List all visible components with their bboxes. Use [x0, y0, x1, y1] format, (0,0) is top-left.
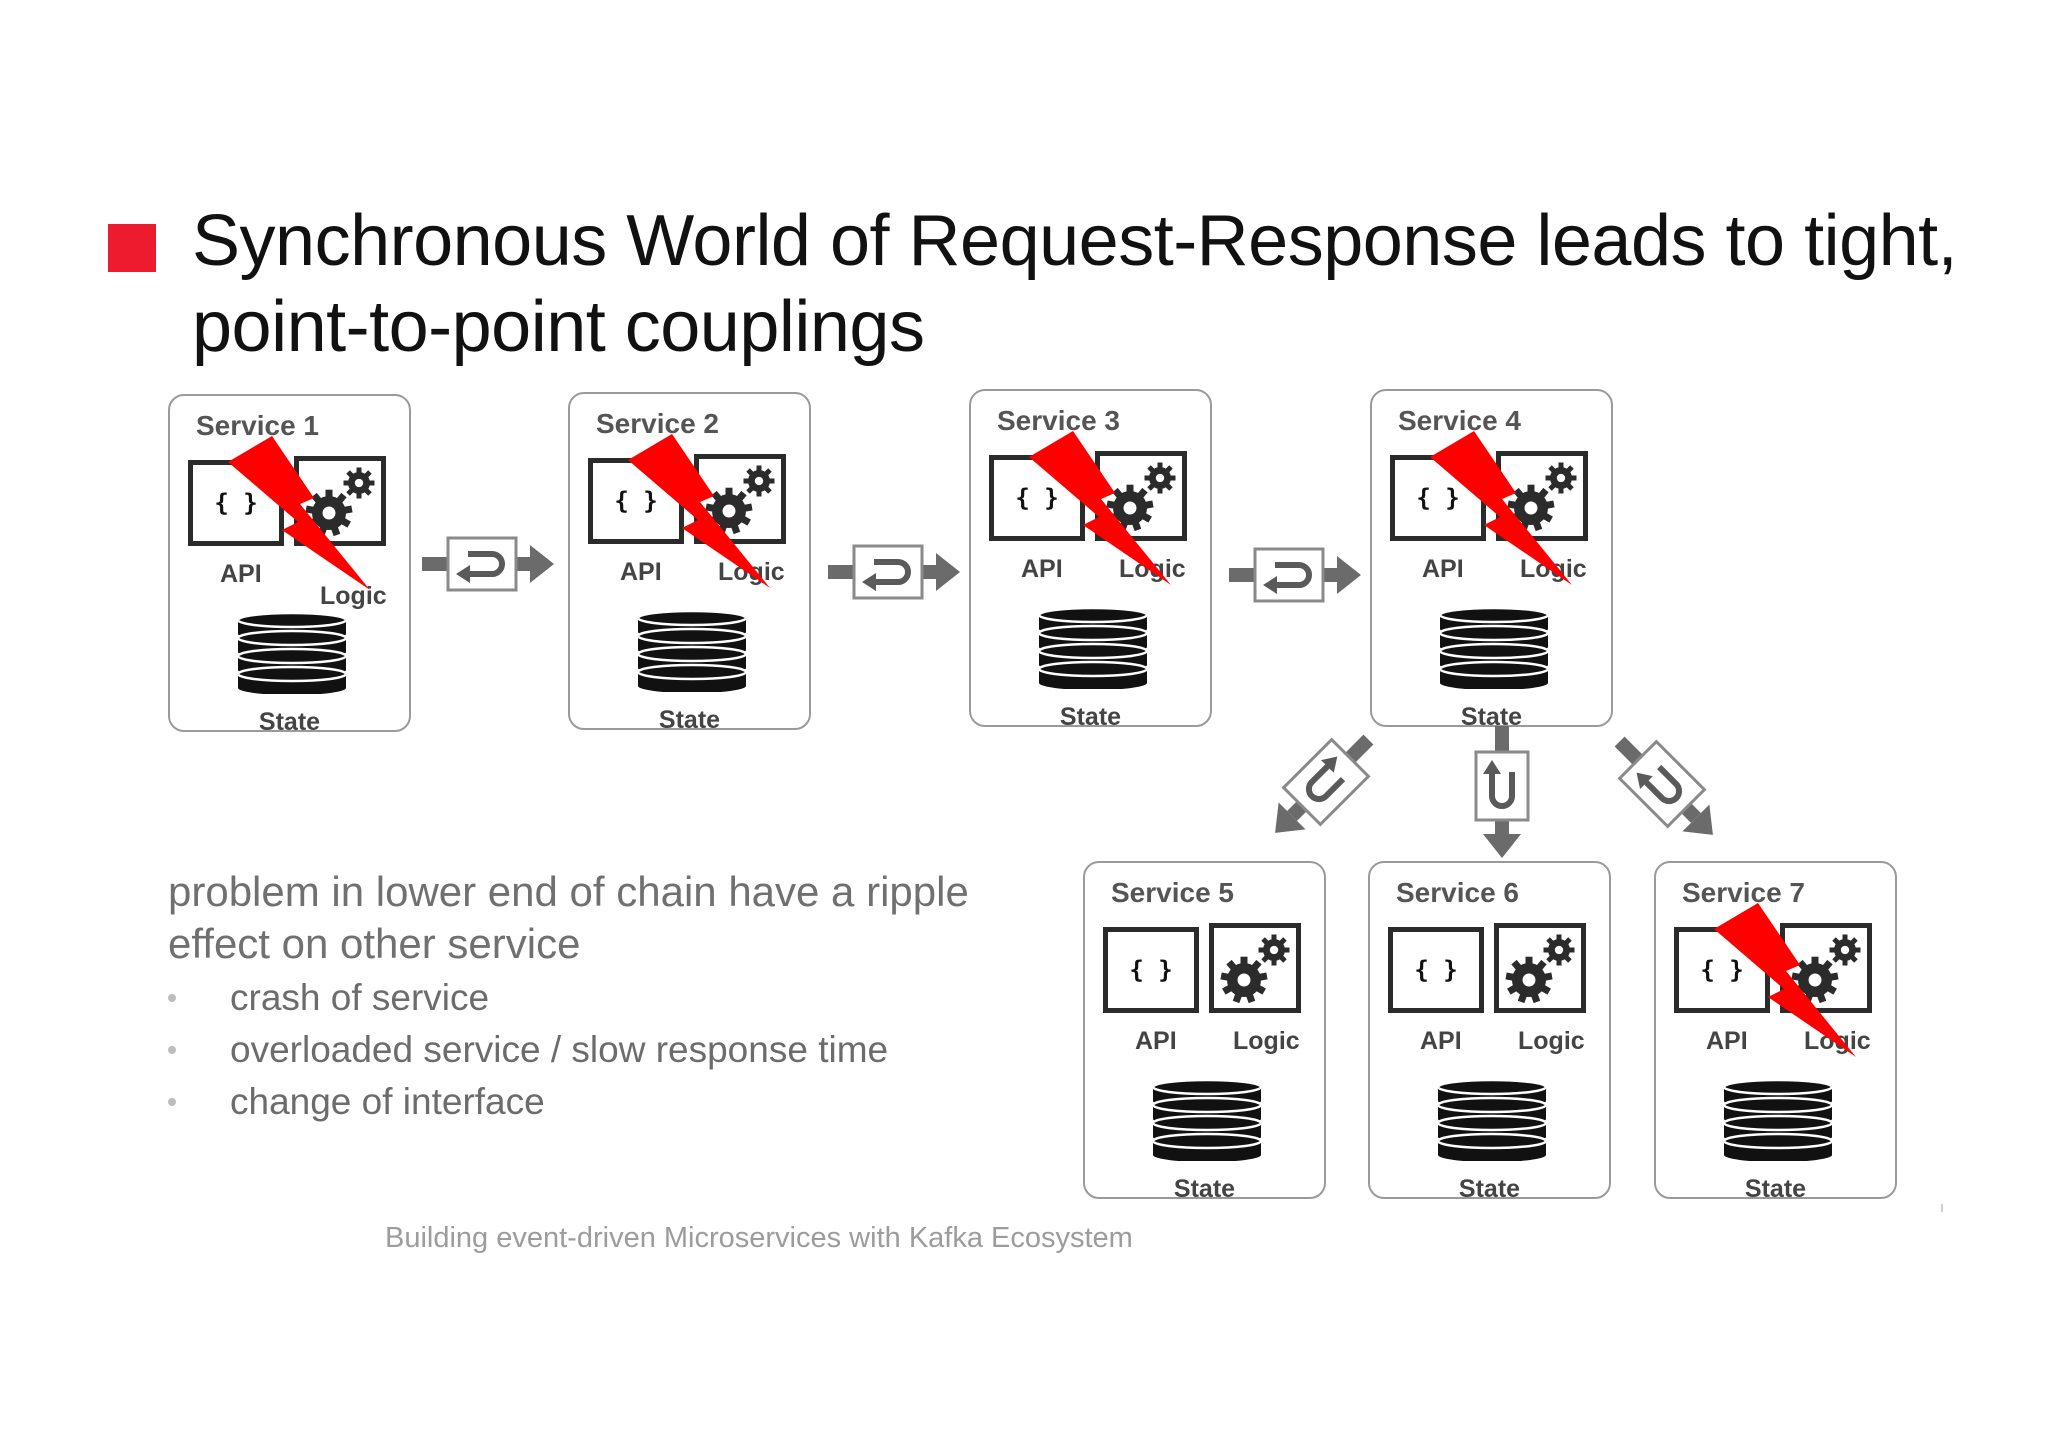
state-label: State: [658, 706, 721, 734]
logic-label: Logic: [1518, 1027, 1585, 1055]
bullet-dot-icon: [168, 994, 176, 1002]
bullet-dot-icon: [168, 1046, 176, 1054]
gears-icon: [1780, 923, 1872, 1013]
state-label: State: [1458, 1175, 1521, 1203]
database-icon: [236, 611, 348, 699]
database-icon: [1151, 1078, 1263, 1166]
bullet-dot-icon: [168, 1098, 176, 1106]
body-text: problem in lower end of chain have a rip…: [168, 868, 969, 967]
api-label: API: [220, 560, 262, 588]
database-icon: [1037, 606, 1149, 694]
request-response-icon: [1275, 734, 1374, 833]
api-label: API: [1135, 1027, 1177, 1055]
service-name: Service 6: [1396, 877, 1519, 908]
state-label: State: [258, 708, 321, 736]
state-label: State: [1744, 1175, 1807, 1203]
request-response-icon: [1229, 547, 1361, 603]
api-braces-icon: { }: [588, 458, 684, 544]
gears-icon: [1496, 451, 1588, 541]
slide-footer: Building event-driven Microservices with…: [385, 1222, 1133, 1254]
state-label: State: [1059, 703, 1122, 731]
service-name: Service 4: [1398, 405, 1521, 436]
api-braces-icon: { }: [1674, 927, 1770, 1013]
request-response-icon: [828, 544, 960, 600]
api-label: API: [1021, 555, 1063, 583]
database-icon: [636, 609, 748, 697]
api-label: API: [1422, 555, 1464, 583]
api-label: API: [620, 558, 662, 586]
slide-title: Synchronous World of Request-Response le…: [192, 201, 1958, 367]
service-name: Service 1: [196, 410, 319, 441]
logic-label: Logic: [1804, 1027, 1871, 1055]
logic-label: Logic: [1520, 555, 1587, 583]
api-label: API: [1420, 1027, 1462, 1055]
bullet-item: overloaded service / slow response time: [168, 1024, 1068, 1076]
database-icon: [1438, 606, 1550, 694]
request-response-icon: [1474, 726, 1530, 858]
bullet-text: change of interface: [230, 1081, 545, 1122]
bullet-item: crash of service: [168, 972, 1068, 1024]
database-icon: [1722, 1078, 1834, 1166]
title-bullet-square: [108, 224, 156, 272]
slide-mark: [1941, 1204, 1943, 1212]
database-icon: [1436, 1078, 1548, 1166]
gears-icon: [1209, 923, 1301, 1013]
logic-label: Logic: [1233, 1027, 1300, 1055]
api-label: API: [1706, 1027, 1748, 1055]
api-braces-icon: { }: [1388, 927, 1484, 1013]
service-name: Service 7: [1682, 877, 1805, 908]
request-response-icon: [1614, 736, 1713, 835]
api-braces-icon: { }: [188, 460, 284, 546]
api-braces-icon: { }: [1103, 927, 1199, 1013]
state-label: State: [1460, 703, 1523, 731]
service-name: Service 5: [1111, 877, 1234, 908]
state-label: State: [1173, 1175, 1236, 1203]
bullet-text: crash of service: [230, 977, 490, 1018]
bullet-item: change of interface: [168, 1076, 1068, 1128]
gears-icon: [1494, 923, 1586, 1013]
service-name: Service 3: [997, 405, 1120, 436]
request-response-icon: [422, 536, 554, 592]
bullet-list: crash of service overloaded service / sl…: [168, 972, 1068, 1128]
bullet-text: overloaded service / slow response time: [230, 1029, 889, 1070]
service-name: Service 2: [596, 408, 719, 439]
